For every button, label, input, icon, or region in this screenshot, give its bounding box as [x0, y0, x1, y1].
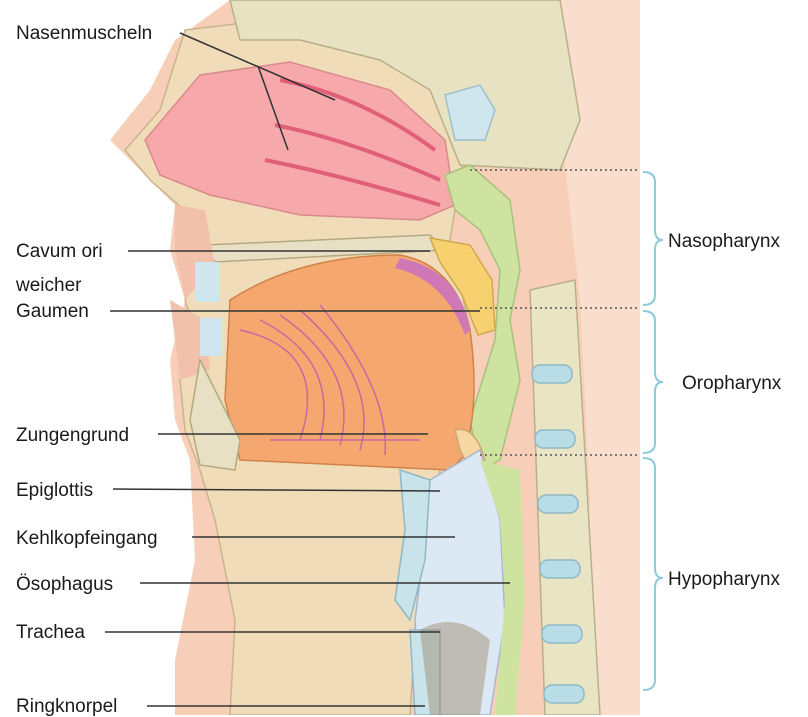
region-brackets — [643, 172, 663, 690]
label-cavum-ori: Cavum ori — [16, 242, 103, 261]
label-epiglottis: Epiglottis — [16, 481, 93, 500]
label-gaumen: Gaumen — [16, 302, 89, 321]
region-nasopharynx: Nasopharynx — [668, 232, 780, 251]
lower-teeth — [200, 318, 222, 356]
label-ringknorpel: Ringknorpel — [16, 697, 117, 716]
bracket-oropharynx — [643, 311, 663, 453]
region-oropharynx: Oropharynx — [682, 374, 781, 393]
label-weicher: weicher — [16, 276, 81, 295]
bracket-hypopharynx — [643, 458, 663, 690]
label-nasenmuscheln: Nasenmuscheln — [16, 24, 152, 43]
label-oesophagus: Ösophagus — [16, 575, 113, 594]
label-zungengrund: Zungengrund — [16, 426, 129, 445]
trachea-lower — [420, 622, 490, 715]
upper-teeth — [195, 262, 220, 302]
bracket-nasopharynx — [643, 172, 663, 305]
label-kehlkopfeingang: Kehlkopfeingang — [16, 529, 158, 548]
label-trachea: Trachea — [16, 623, 85, 642]
region-hypopharynx: Hypopharynx — [668, 570, 780, 589]
